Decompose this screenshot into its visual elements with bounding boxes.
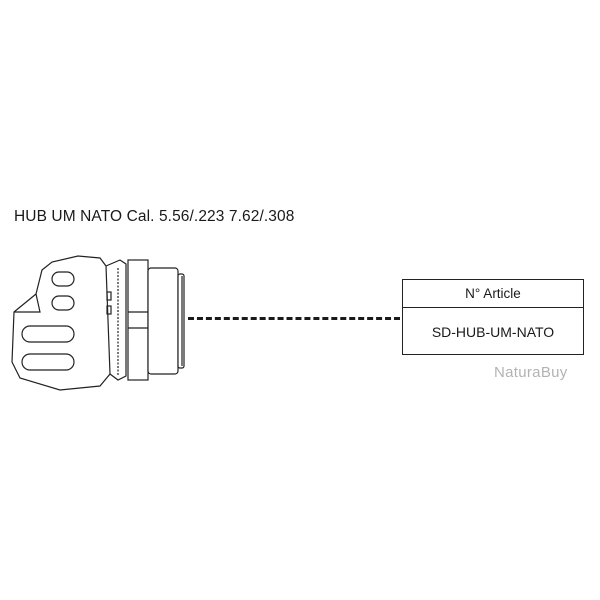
- article-number-label: N° Article: [403, 280, 583, 308]
- leader-dashed-line: [188, 317, 400, 320]
- product-drawing-hub-um-nato: [11, 255, 185, 391]
- article-number-box: N° Article SD-HUB-UM-NATO: [402, 279, 584, 355]
- article-number-value: SD-HUB-UM-NATO: [431, 323, 555, 340]
- product-title: HUB UM NATO Cal. 5.56/.223 7.62/.308: [14, 208, 295, 225]
- naturabuy-watermark: NaturaBuy: [494, 364, 568, 381]
